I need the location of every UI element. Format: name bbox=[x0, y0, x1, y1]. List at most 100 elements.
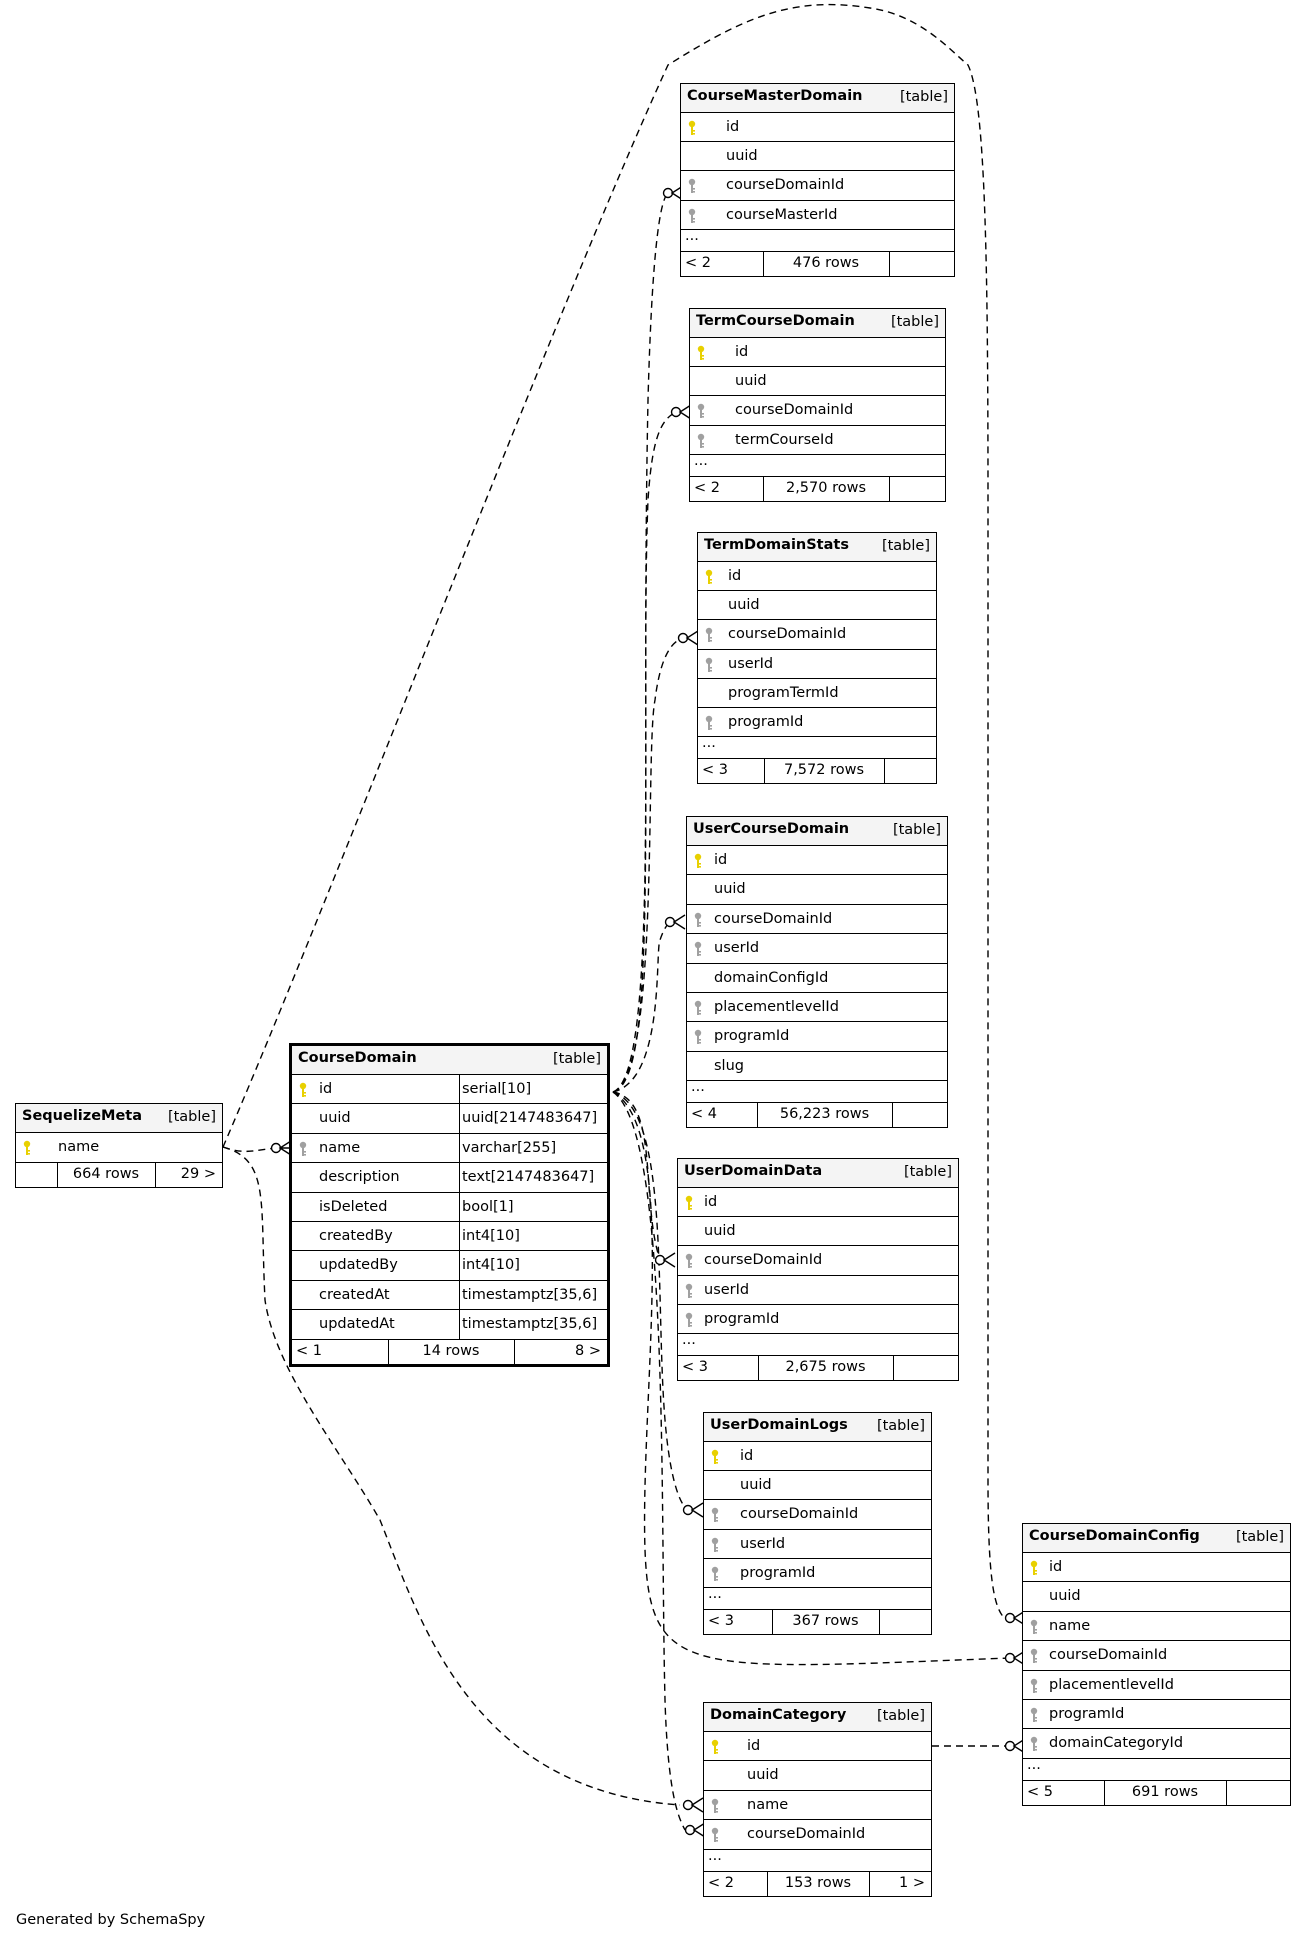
column-row[interactable]: domainCategoryId bbox=[1023, 1729, 1290, 1759]
table-name[interactable]: UserDomainLogs bbox=[710, 1417, 848, 1433]
table-name[interactable]: TermDomainStats bbox=[704, 537, 849, 553]
column-row[interactable]: domainConfigId bbox=[687, 964, 947, 993]
column-row[interactable]: uuid bbox=[704, 1761, 931, 1791]
column-row[interactable]: programTermId bbox=[698, 679, 936, 708]
column-row[interactable]: uuid bbox=[681, 142, 954, 172]
parent-count[interactable]: < 2 bbox=[685, 254, 711, 271]
column-row[interactable]: id bbox=[678, 1188, 958, 1218]
column-row[interactable]: courseMasterId bbox=[681, 201, 954, 230]
column-row[interactable]: programId bbox=[687, 1022, 947, 1052]
column-row[interactable]: courseDomainId bbox=[678, 1246, 958, 1276]
table-name[interactable]: UserCourseDomain bbox=[693, 821, 850, 837]
column-row[interactable]: userId bbox=[704, 1530, 931, 1559]
table-name[interactable]: CourseMasterDomain bbox=[687, 88, 863, 104]
column-row[interactable]: userId bbox=[687, 934, 947, 964]
parent-count[interactable]: < 4 bbox=[691, 1106, 717, 1123]
column-row[interactable]: uuid bbox=[698, 591, 936, 621]
column-name: name bbox=[58, 1139, 100, 1155]
table-name[interactable]: CourseDomainConfig bbox=[1029, 1528, 1200, 1544]
column-row[interactable]: termCourseId bbox=[690, 426, 945, 455]
column-row[interactable]: name bbox=[1023, 1612, 1290, 1642]
column-row[interactable]: courseDomainId bbox=[690, 396, 945, 426]
column-row[interactable]: id bbox=[687, 846, 947, 876]
column-name: uuid bbox=[1049, 1588, 1081, 1605]
column-row[interactable]: programId bbox=[698, 708, 936, 738]
foreign-key-icon bbox=[710, 1537, 720, 1553]
column-name: termCourseId bbox=[735, 431, 834, 448]
table-header: DomainCategory [table] bbox=[704, 1703, 931, 1732]
row-count: 14 rows bbox=[422, 1342, 480, 1359]
table-name[interactable]: CourseDomain bbox=[298, 1050, 417, 1066]
column-row[interactable]: name bbox=[16, 1133, 222, 1163]
foreign-key-icon bbox=[1029, 1736, 1039, 1752]
column-type: bool[1] bbox=[462, 1198, 514, 1215]
column-name: programId bbox=[704, 1310, 780, 1327]
primary-key-icon bbox=[298, 1082, 308, 1098]
column-row[interactable]: name bbox=[704, 1791, 931, 1821]
column-row[interactable]: courseDomainId bbox=[687, 905, 947, 935]
column-row[interactable]: uuid bbox=[704, 1471, 931, 1501]
column-row[interactable]: uuid bbox=[678, 1217, 958, 1247]
column-row[interactable]: uuid bbox=[687, 875, 947, 905]
column-row[interactable]: programId bbox=[678, 1305, 958, 1334]
column-name: uuid bbox=[704, 1223, 736, 1240]
parent-count[interactable]: < 1 bbox=[296, 1342, 322, 1359]
column-row[interactable]: uuid bbox=[690, 367, 945, 397]
parent-count[interactable]: < 3 bbox=[702, 762, 728, 779]
column-row[interactable]: userId bbox=[698, 650, 936, 679]
child-count[interactable]: 1 > bbox=[899, 1874, 925, 1891]
parent-count[interactable]: < 2 bbox=[694, 479, 720, 496]
table-name[interactable]: SequelizeMeta bbox=[22, 1108, 143, 1124]
column-row[interactable]: courseDomainId bbox=[1023, 1641, 1290, 1671]
column-row[interactable]: id bbox=[1023, 1553, 1290, 1583]
child-count[interactable]: 8 > bbox=[575, 1342, 601, 1359]
table-type: [table] bbox=[876, 1708, 925, 1724]
child-count[interactable]: 29 > bbox=[180, 1165, 216, 1182]
column-row[interactable]: placementlevelId bbox=[687, 993, 947, 1023]
parent-count[interactable]: < 5 bbox=[1027, 1783, 1053, 1800]
parent-count[interactable]: < 3 bbox=[682, 1358, 708, 1375]
column-row[interactable]: programId bbox=[1023, 1700, 1290, 1730]
parent-count[interactable]: < 3 bbox=[708, 1612, 734, 1629]
column-row[interactable]: id bbox=[704, 1442, 931, 1472]
column-row[interactable]: id bbox=[698, 562, 936, 592]
column-row[interactable]: placementlevelId bbox=[1023, 1671, 1290, 1700]
foreign-key-icon bbox=[696, 403, 706, 419]
table-name[interactable]: UserDomainData bbox=[684, 1163, 823, 1179]
column-row[interactable]: id bbox=[690, 338, 945, 368]
column-row[interactable]: courseDomainId bbox=[704, 1820, 931, 1850]
column-row[interactable]: courseDomainId bbox=[698, 620, 936, 650]
column-row[interactable]: programId bbox=[704, 1559, 931, 1588]
column-row[interactable]: courseDomainId bbox=[704, 1500, 931, 1530]
parent-count[interactable]: < 2 bbox=[708, 1874, 734, 1891]
foreign-key-icon bbox=[693, 912, 703, 928]
column-row[interactable]: id bbox=[681, 113, 954, 143]
column-row[interactable]: uuid bbox=[1023, 1582, 1290, 1612]
column-name: userId bbox=[714, 940, 760, 957]
column-row[interactable]: userId bbox=[678, 1276, 958, 1305]
column-row[interactable]: id bbox=[704, 1732, 931, 1762]
column-row[interactable]: courseDomainId bbox=[681, 171, 954, 201]
table-name[interactable]: TermCourseDomain bbox=[696, 313, 855, 329]
column-row[interactable]: slug bbox=[687, 1052, 947, 1082]
table-name[interactable]: DomainCategory bbox=[710, 1707, 847, 1723]
